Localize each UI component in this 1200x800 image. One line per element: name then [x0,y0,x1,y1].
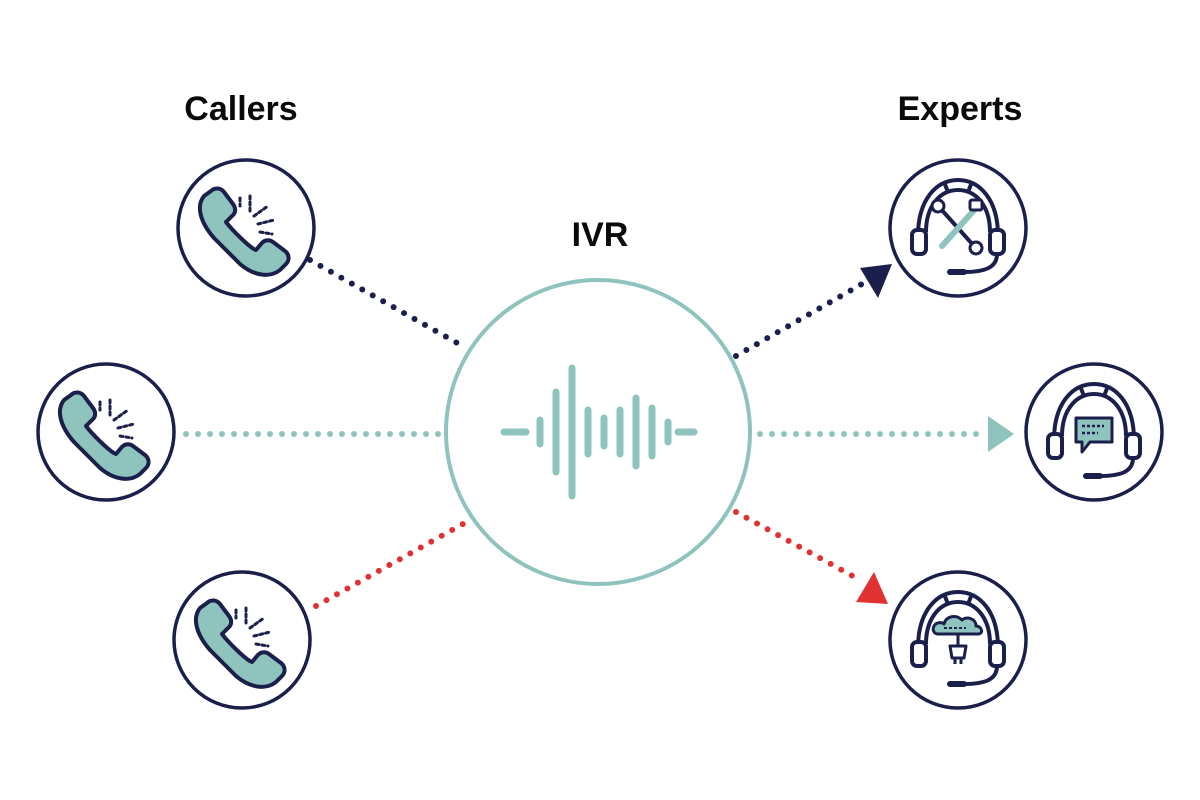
connector-caller-top [307,257,469,351]
chat-bubble-icon [1074,416,1114,454]
ivr-heading: IVR [572,216,629,254]
arrowhead-expert-middle [988,416,1014,452]
expert-node-bottom [888,570,1028,710]
caller-node-middle [36,362,176,502]
expert-node-top [888,158,1028,298]
arrowhead-expert-bottom [856,572,888,604]
caller-node-top [176,158,316,298]
connector-expert-bottom [733,509,863,583]
ivr-node [444,278,752,586]
sound-wave-icon [500,364,698,500]
caller-node-bottom [172,570,312,710]
callers-heading: Callers [184,90,297,128]
connector-caller-bottom [313,517,473,609]
arrowhead-expert-top [860,264,892,298]
tools-icon [930,198,984,256]
expert-node-middle [1024,362,1164,502]
experts-heading: Experts [898,90,1023,128]
cloud-icon [931,615,984,664]
connector-expert-top [733,281,865,359]
